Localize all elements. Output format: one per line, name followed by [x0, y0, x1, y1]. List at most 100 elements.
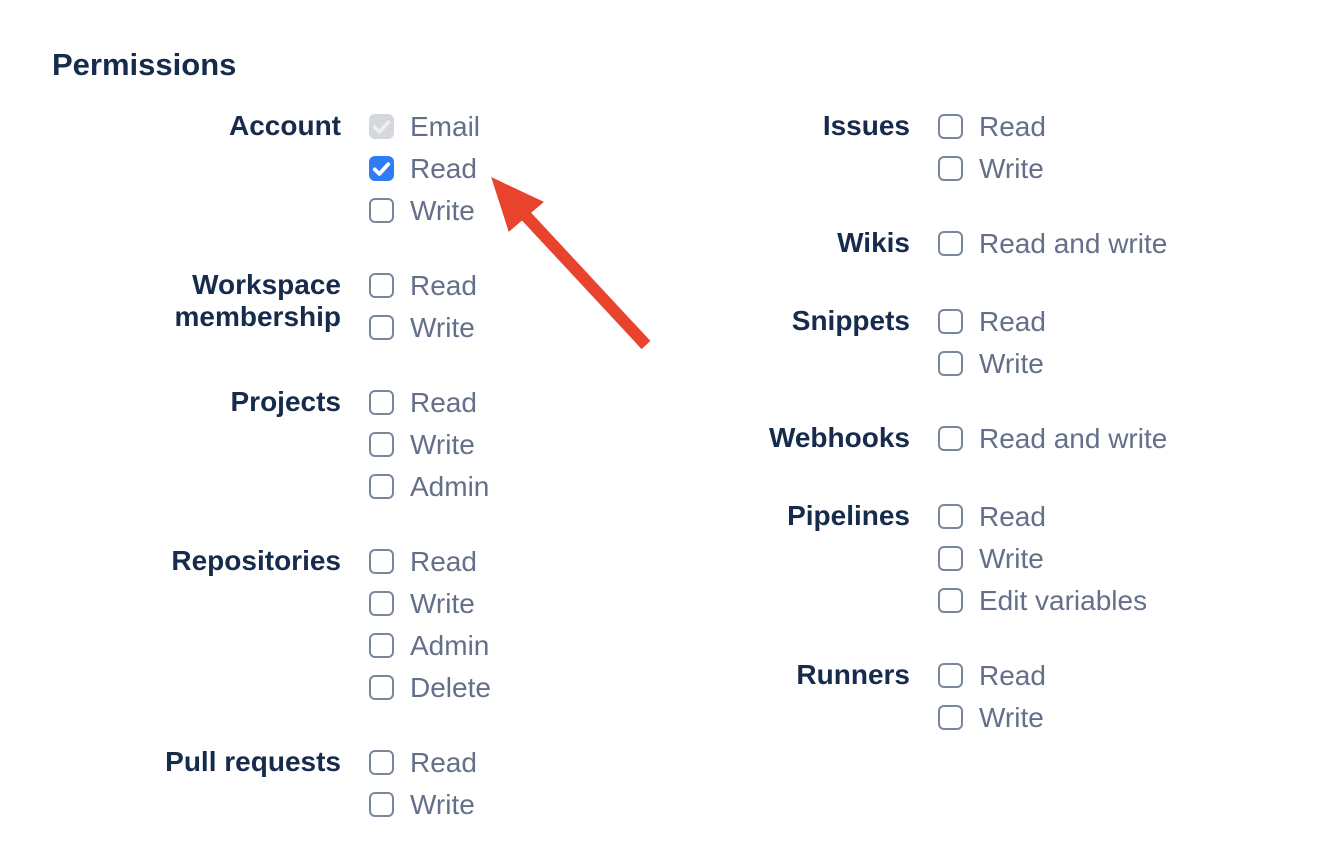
checkbox-label-issues-write[interactable]: Write [979, 153, 1044, 184]
checkbox-workspace-membership-read[interactable] [369, 273, 394, 298]
checkbox-label-snippets-read[interactable]: Read [979, 306, 1046, 337]
checkbox-pipelines-read[interactable] [938, 504, 963, 529]
checkbox-repositories-delete[interactable] [369, 675, 394, 700]
item-issues-write: Write [938, 153, 1046, 184]
group-items-webhooks: Read and write [938, 423, 1168, 454]
checkbox-projects-write[interactable] [369, 432, 394, 457]
item-repositories-admin: Admin [369, 630, 491, 661]
checkbox-label-pull-requests-read[interactable]: Read [410, 747, 477, 778]
checkbox-label-wikis-read-and-write[interactable]: Read and write [979, 228, 1168, 259]
item-snippets-write: Write [938, 348, 1046, 379]
checkbox-runners-read[interactable] [938, 663, 963, 688]
checkbox-issues-read[interactable] [938, 114, 963, 139]
checkbox-label-workspace-membership-read[interactable]: Read [410, 270, 477, 301]
item-webhooks-read-and-write: Read and write [938, 423, 1168, 454]
group-label-snippets: Snippets [791, 305, 910, 336]
checkbox-label-runners-read[interactable]: Read [979, 660, 1046, 691]
checkbox-label-repositories-write[interactable]: Write [410, 588, 475, 619]
group-label-runners: Runners [796, 659, 910, 690]
checkbox-repositories-admin[interactable] [369, 633, 394, 658]
checkbox-label-repositories-admin[interactable]: Admin [410, 630, 490, 661]
checkbox-repositories-write[interactable] [369, 591, 394, 616]
checkbox-webhooks-read-and-write[interactable] [938, 426, 963, 451]
checkbox-label-repositories-read[interactable]: Read [410, 546, 477, 577]
red-arrow-icon [491, 177, 651, 350]
checkbox-account-email [369, 114, 394, 139]
checkbox-projects-admin[interactable] [369, 474, 394, 499]
checkbox-account-write[interactable] [369, 198, 394, 223]
checkbox-label-account-write[interactable]: Write [410, 195, 475, 226]
item-pipelines-read: Read [938, 501, 1147, 532]
item-runners-read: Read [938, 660, 1046, 691]
group-label-wikis: Wikis [837, 227, 910, 258]
checkbox-projects-read[interactable] [369, 390, 394, 415]
checkbox-workspace-membership-write[interactable] [369, 315, 394, 340]
checkbox-pull-requests-write[interactable] [369, 792, 394, 817]
checkbox-label-projects-admin[interactable]: Admin [410, 471, 490, 502]
checkbox-pipelines-write[interactable] [938, 546, 963, 571]
item-pull-requests-write: Write [369, 789, 477, 820]
checkbox-snippets-write[interactable] [938, 351, 963, 376]
checkbox-label-snippets-write[interactable]: Write [979, 348, 1044, 379]
item-wikis-read-and-write: Read and write [938, 228, 1168, 259]
checkbox-repositories-read[interactable] [369, 549, 394, 574]
checkbox-account-read[interactable] [369, 156, 394, 181]
checkbox-runners-write[interactable] [938, 705, 963, 730]
checkbox-label-account-email: Email [410, 111, 481, 142]
checkbox-label-pipelines-read[interactable]: Read [979, 501, 1046, 532]
checkbox-label-repositories-delete[interactable]: Delete [410, 672, 491, 703]
checkbox-label-pipelines-edit-variables[interactable]: Edit variables [979, 585, 1148, 616]
checkbox-label-account-read[interactable]: Read [410, 153, 477, 184]
checkbox-label-pull-requests-write[interactable]: Write [410, 789, 475, 820]
checkbox-snippets-read[interactable] [938, 309, 963, 334]
checkbox-label-webhooks-read-and-write[interactable]: Read and write [979, 423, 1168, 454]
group-label-workspace-membership: Workspace membership [174, 269, 342, 332]
item-repositories-read: Read [369, 546, 491, 577]
checkbox-label-issues-read[interactable]: Read [979, 111, 1046, 142]
checkbox-pipelines-edit-variables[interactable] [938, 588, 963, 613]
permissions-heading: Permissions [52, 47, 237, 82]
item-account-write: Write [369, 195, 480, 226]
item-projects-write: Write [369, 429, 489, 460]
checkbox-label-workspace-membership-write[interactable]: Write [410, 312, 475, 343]
item-snippets-read: Read [938, 306, 1046, 337]
checkbox-wikis-read-and-write[interactable] [938, 231, 963, 256]
item-account-read: Read [369, 153, 480, 184]
item-workspace-membership-read: Read [369, 270, 477, 301]
item-pipelines-edit-variables: Edit variables [938, 585, 1148, 616]
group-items-wikis: Read and write [938, 228, 1168, 259]
group-wikis: Wikis Read and write [690, 227, 1168, 259]
checkbox-pull-requests-read[interactable] [369, 750, 394, 775]
checkbox-label-runners-write[interactable]: Write [979, 702, 1044, 733]
checkbox-label-pipelines-write[interactable]: Write [979, 543, 1044, 574]
group-label-account: Account [229, 110, 341, 141]
group-label-pull-requests: Pull requests [165, 746, 341, 777]
item-repositories-write: Write [369, 588, 491, 619]
checkbox-issues-write[interactable] [938, 156, 963, 181]
item-projects-read: Read [369, 387, 489, 418]
checkbox-label-projects-read[interactable]: Read [410, 387, 477, 418]
group-label-projects: Projects [230, 386, 342, 417]
group-label-issues: Issues [822, 110, 910, 141]
checkbox-label-projects-write[interactable]: Write [410, 429, 475, 460]
item-issues-read: Read [938, 111, 1046, 142]
item-account-email: Email [369, 111, 481, 142]
